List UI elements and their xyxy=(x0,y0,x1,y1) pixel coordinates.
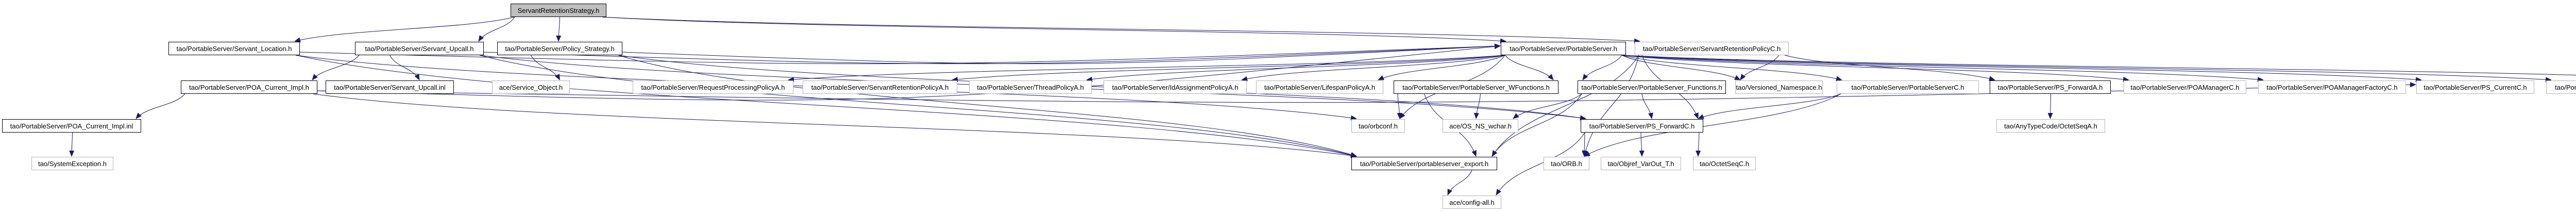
include-edge-portableserver--reqproc_a xyxy=(788,55,1505,83)
include-edge-srp_c--export xyxy=(1492,55,1639,157)
graph-node-root: ServantRetentionStrategy.h xyxy=(511,4,606,17)
include-edge-policy_strategy--service_object xyxy=(531,55,560,80)
graph-node-ps_forward_c[interactable]: tao/PortableServer/PS_ForwardC.h xyxy=(1581,119,1703,133)
include-edge-functions--ps_forward_c xyxy=(1641,93,1654,119)
graph-node-portableserver_c[interactable]: tao/PortableServer/PortableServerC.h xyxy=(1837,80,1979,94)
graph-node-srp_c[interactable]: tao/PortableServer/ServantRetentionPolic… xyxy=(1635,42,1789,55)
include-edge-ps_forward_c--orb xyxy=(1582,132,1587,157)
graph-node-poa_current_impl[interactable]: tao/PortableServer/POA_Current_Impl.h xyxy=(181,80,317,94)
graph-node-policy_strategy[interactable]: tao/PortableServer/Policy_Strategy.h xyxy=(497,42,622,55)
include-edge-wfunctions--orbconf xyxy=(1397,93,1402,119)
include-edge-portableserver--srp_a xyxy=(952,55,1505,82)
include-edge-poa_current_impl--portableserver xyxy=(316,44,1501,101)
include-edge-policy_strategy--portableserver xyxy=(621,43,1501,64)
graph-node-octetseq_a[interactable]: tao/AnyTypeCode/OctetSeqA.h xyxy=(1996,119,2105,133)
include-edge-root--policy_strategy xyxy=(556,17,562,42)
graph-node-srp_a[interactable]: tao/PortableServer/ServantRetentionPolic… xyxy=(803,80,957,94)
include-edge-portableserver_c--ps_forward_c xyxy=(1698,93,1841,119)
include-edge-policy_strategy--export xyxy=(618,55,1357,157)
include-edge-servant_upcall--export xyxy=(479,55,1357,158)
include-edge-portableserver--wfunctions xyxy=(1504,55,1554,80)
graph-node-orb[interactable]: tao/ORB.h xyxy=(1544,157,1589,170)
include-edge-ps_forward_c--config_all xyxy=(1496,132,1585,195)
graph-node-wfunctions[interactable]: tao/PortableServer/PortableServer_WFunct… xyxy=(1394,80,1558,94)
graph-node-thread_a[interactable]: tao/PortableServer/ThreadPolicyA.h xyxy=(969,80,1092,94)
include-edge-servant_upcall--servant_upcall_inl xyxy=(389,55,420,80)
graph-node-export[interactable]: tao/PortableServer/portableserver_export… xyxy=(1351,157,1497,170)
include-edge-ps_forward_a--octetseq_a xyxy=(2047,93,2053,119)
include-edge-root--portableserver xyxy=(602,17,1506,44)
graph-node-reqproc_a[interactable]: tao/PortableServer/RequestProcessingPoli… xyxy=(633,80,793,94)
include-edge-functions--export xyxy=(1492,93,1582,157)
graph-node-servant_upcall_inl[interactable]: tao/PortableServer/Servant_Upcall.inl xyxy=(326,80,454,94)
include-edge-ps_forward_c--objref_varout xyxy=(1639,132,1645,157)
include-edge-portableserver--lifespan_a xyxy=(1378,55,1505,80)
graph-node-poa_current_impl_inl[interactable]: tao/PortableServer/POA_Current_Impl.inl xyxy=(2,119,141,133)
include-edge-root--srp_c xyxy=(602,17,1640,44)
graph-node-objref_varout[interactable]: tao/Objref_VarOut_T.h xyxy=(1601,157,1681,170)
include-edge-portableserver--implact_a xyxy=(1621,55,2576,76)
include-edge-srp_c--versioned_ns xyxy=(1740,55,1780,80)
graph-node-config_all[interactable]: ace/config-all.h xyxy=(1443,195,1501,209)
graph-node-functions[interactable]: tao/PortableServer/PortableServer_Functi… xyxy=(1578,80,1726,94)
include-edge-portableserver--poamanager_c xyxy=(1621,55,2129,82)
graph-node-idassign_a[interactable]: tao/PortableServer/IdAssignmentPolicyA.h xyxy=(1104,80,1247,94)
graph-node-versioned_ns[interactable]: tao/Versioned_Namespace.h xyxy=(1735,80,1823,94)
graph-node-sysexception[interactable]: tao/SystemException.h xyxy=(31,157,113,170)
graph-node-lifespan_a[interactable]: tao/PortableServer/LifespanPolicyA.h xyxy=(1256,80,1383,94)
graph-node-ps_current_c[interactable]: tao/PortableServer/PS_CurrentC.h xyxy=(2416,80,2534,94)
graph-node-servant_location[interactable]: tao/PortableServer/Servant_Location.h xyxy=(168,42,300,55)
include-edge-portableserver--thread_a xyxy=(1086,55,1505,82)
graph-node-orbconf[interactable]: tao/orbconf.h xyxy=(1351,119,1405,133)
include-edge-poa_current_impl_inl--sysexception xyxy=(69,132,75,157)
graph-node-poamgrfactory_c[interactable]: tao/PortableServer/POAManagerFactoryC.h xyxy=(2258,80,2406,94)
include-edge-ps_forward_c--octetseq_c xyxy=(1696,132,1701,157)
include-edge-servant_location--portableserver xyxy=(298,43,1501,64)
include-edge-srp_c--ps_forward_a xyxy=(1784,55,1995,81)
include-edge-wfunctions--os_ns_wchar xyxy=(1473,93,1481,119)
graph-node-service_object[interactable]: ace/Service_Object.h xyxy=(492,80,570,94)
include-edge-poa_current_impl--poa_current_impl_inl xyxy=(135,93,185,119)
include-edge-export--config_all xyxy=(1447,170,1472,195)
include-edge-root--servant_location xyxy=(294,17,515,43)
include-edge-srp_c--orb xyxy=(1583,55,1639,157)
include-edge-portableserver--versioned_ns xyxy=(1621,55,1741,80)
graph-node-octetseq_c[interactable]: tao/OctetSeqC.h xyxy=(1693,157,1756,170)
include-edge-portableserver--functions xyxy=(1582,55,1622,80)
include-edge-portableserver--portableserver_c xyxy=(1621,55,1842,81)
include-edge-root--servant_upcall xyxy=(478,17,515,42)
include-edge-portableserver--poamgrfactory_c xyxy=(1621,55,2264,83)
include-edge-policy_strategy--ps_forward_c xyxy=(618,55,1586,121)
include-edge-poa_current_impl--export xyxy=(313,93,1357,158)
include-edge-servant_location--export xyxy=(295,55,1357,158)
graph-node-portableserver[interactable]: tao/PortableServer/PortableServer.h xyxy=(1501,42,1626,55)
graph-node-ps_forward_a[interactable]: tao/PortableServer/PS_ForwardA.h xyxy=(1990,80,2111,94)
include-edge-portableserver_c--orb xyxy=(1584,93,1841,157)
include-edge-servant_upcall--poa_current_impl xyxy=(312,55,360,80)
include-edge-portableserver--idassign_a xyxy=(1241,55,1505,81)
include-edge-portableserver--ps_current_c xyxy=(1621,55,2422,83)
include-edge-portableserver--iduniq_a xyxy=(1621,55,2552,83)
graph-node-poamanager_c[interactable]: tao/PortableServer/POAManagerC.h xyxy=(2124,80,2246,94)
include-edge-functions--os_ns_wchar xyxy=(1513,93,1582,119)
graph-node-servant_upcall[interactable]: tao/PortableServer/Servant_Upcall.h xyxy=(355,42,484,55)
graph-node-os_ns_wchar[interactable]: ace/OS_NS_wchar.h xyxy=(1443,119,1518,133)
include-edge-servant_upcall--portableserver xyxy=(482,43,1501,64)
graph-node-iduniq_a[interactable]: tao/PortableServer/IdUniquenessPolicyA.h xyxy=(2546,80,2576,94)
